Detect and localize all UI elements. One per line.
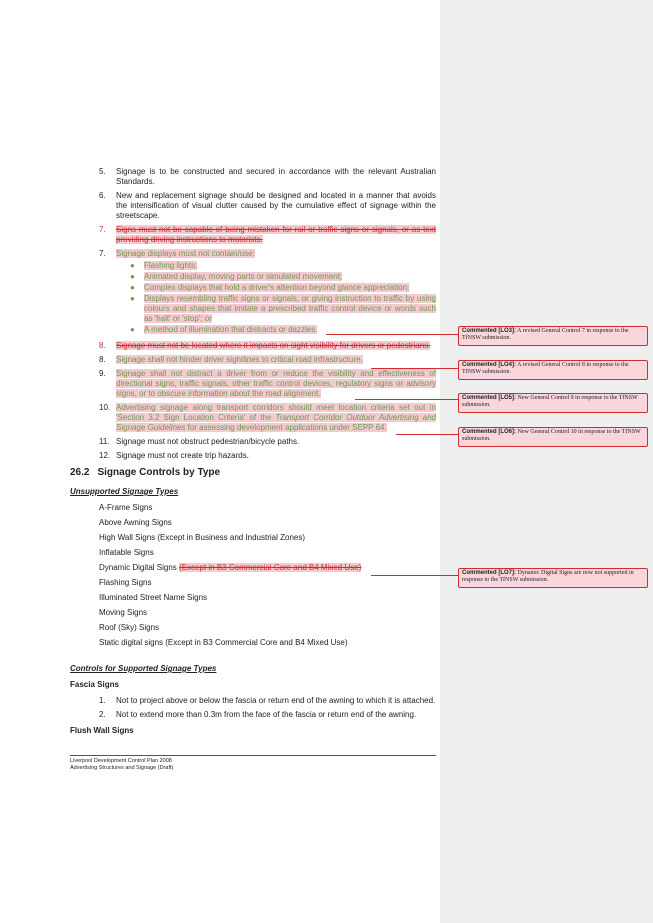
fascia-heading: Fascia Signs [70, 680, 119, 689]
comment-balloon[interactable]: Commented [LO6]: New General Control 10 … [458, 427, 648, 447]
bullet-icon: ● [130, 294, 135, 303]
comment-leader [326, 334, 458, 335]
flush-heading: Flush Wall Signs [70, 726, 134, 735]
list-item: Above Awning Signs [99, 518, 172, 527]
new-control-8: 8. Signage shall not hinder driver sight… [99, 355, 363, 364]
list-item: ●Complex displays that hold a driver's a… [130, 283, 410, 292]
list-item: Dynamic Digital Signs (Except in B3 Comm… [99, 563, 362, 572]
comments-margin-pane [440, 0, 653, 923]
comment-balloon[interactable]: Commented [LO4]: A revised General Contr… [458, 360, 648, 380]
bullet-icon: ● [130, 283, 135, 292]
control-7-bullets: ●Flashing lights; ●Animated display, mov… [70, 261, 436, 335]
list-item: 12. Signage must not create trip hazards… [99, 451, 249, 460]
bullet-icon: ● [130, 261, 135, 270]
list-item: Moving Signs [99, 608, 148, 617]
new-control-9: 9. Signage shall not distract a driver f… [99, 369, 436, 398]
comment-leader [396, 434, 458, 435]
comment-balloon[interactable]: Commented [LO5]: New General Control 9 i… [458, 393, 648, 413]
list-item: 5. Signage is to be constructed and secu… [99, 167, 436, 186]
document-body: 5. Signage is to be constructed and secu… [70, 167, 436, 742]
page-footer: Liverpool Development Control Plan 2008 … [70, 755, 436, 772]
supported-heading: Controls for Supported Signage Types [70, 664, 217, 673]
new-control-10: 10. Advertising signage along transport … [99, 403, 436, 432]
deleted-control-7: 7. Signs must not be capable of being mi… [99, 225, 436, 244]
comment-leader [371, 575, 458, 576]
list-item: Roof (Sky) Signs [99, 623, 160, 632]
bullet-icon: ● [130, 272, 135, 281]
list-item: 1. Not to project above or below the fas… [99, 696, 436, 705]
list-item: ●Flashing lights; [130, 261, 198, 270]
bullet-icon: ● [130, 325, 135, 334]
list-item: Static digital signs (Except in B3 Comme… [99, 638, 348, 647]
list-item: Inflatable Signs [99, 548, 154, 557]
list-item: A-Frame Signs [99, 503, 153, 512]
list-item: High Wall Signs (Except in Business and … [99, 533, 306, 542]
comment-leader [371, 368, 458, 369]
new-control-7: 7. Signage displays must not contain/use… [99, 249, 255, 258]
list-item: 2. Not to extend more than 0.3m from the… [99, 710, 417, 719]
deleted-control-8: 8. Signage must not be located where it … [99, 341, 431, 350]
comment-leader [355, 399, 458, 400]
list-item: ●A method of illumination that distracts… [130, 325, 318, 334]
list-item: ●Animated display, moving parts or simul… [130, 272, 343, 281]
document-page [0, 0, 440, 923]
list-item: 6. New and replacement signage should be… [99, 191, 436, 220]
list-item: 11. Signage must not obstruct pedestrian… [99, 437, 300, 446]
list-item: Illuminated Street Name Signs [99, 593, 208, 602]
comment-balloon[interactable]: Commented [LO3]: A revised General Contr… [458, 326, 648, 346]
list-item: ●Displays resembling traffic signs or si… [130, 294, 436, 323]
unsupported-heading: Unsupported Signage Types [70, 487, 179, 496]
list-item: Flashing Signs [99, 578, 152, 587]
comment-balloon[interactable]: Commented [LO7]: Dynamic Digital Signs a… [458, 568, 648, 588]
unsupported-list: A-Frame Signs Above Awning Signs High Wa… [70, 503, 436, 648]
